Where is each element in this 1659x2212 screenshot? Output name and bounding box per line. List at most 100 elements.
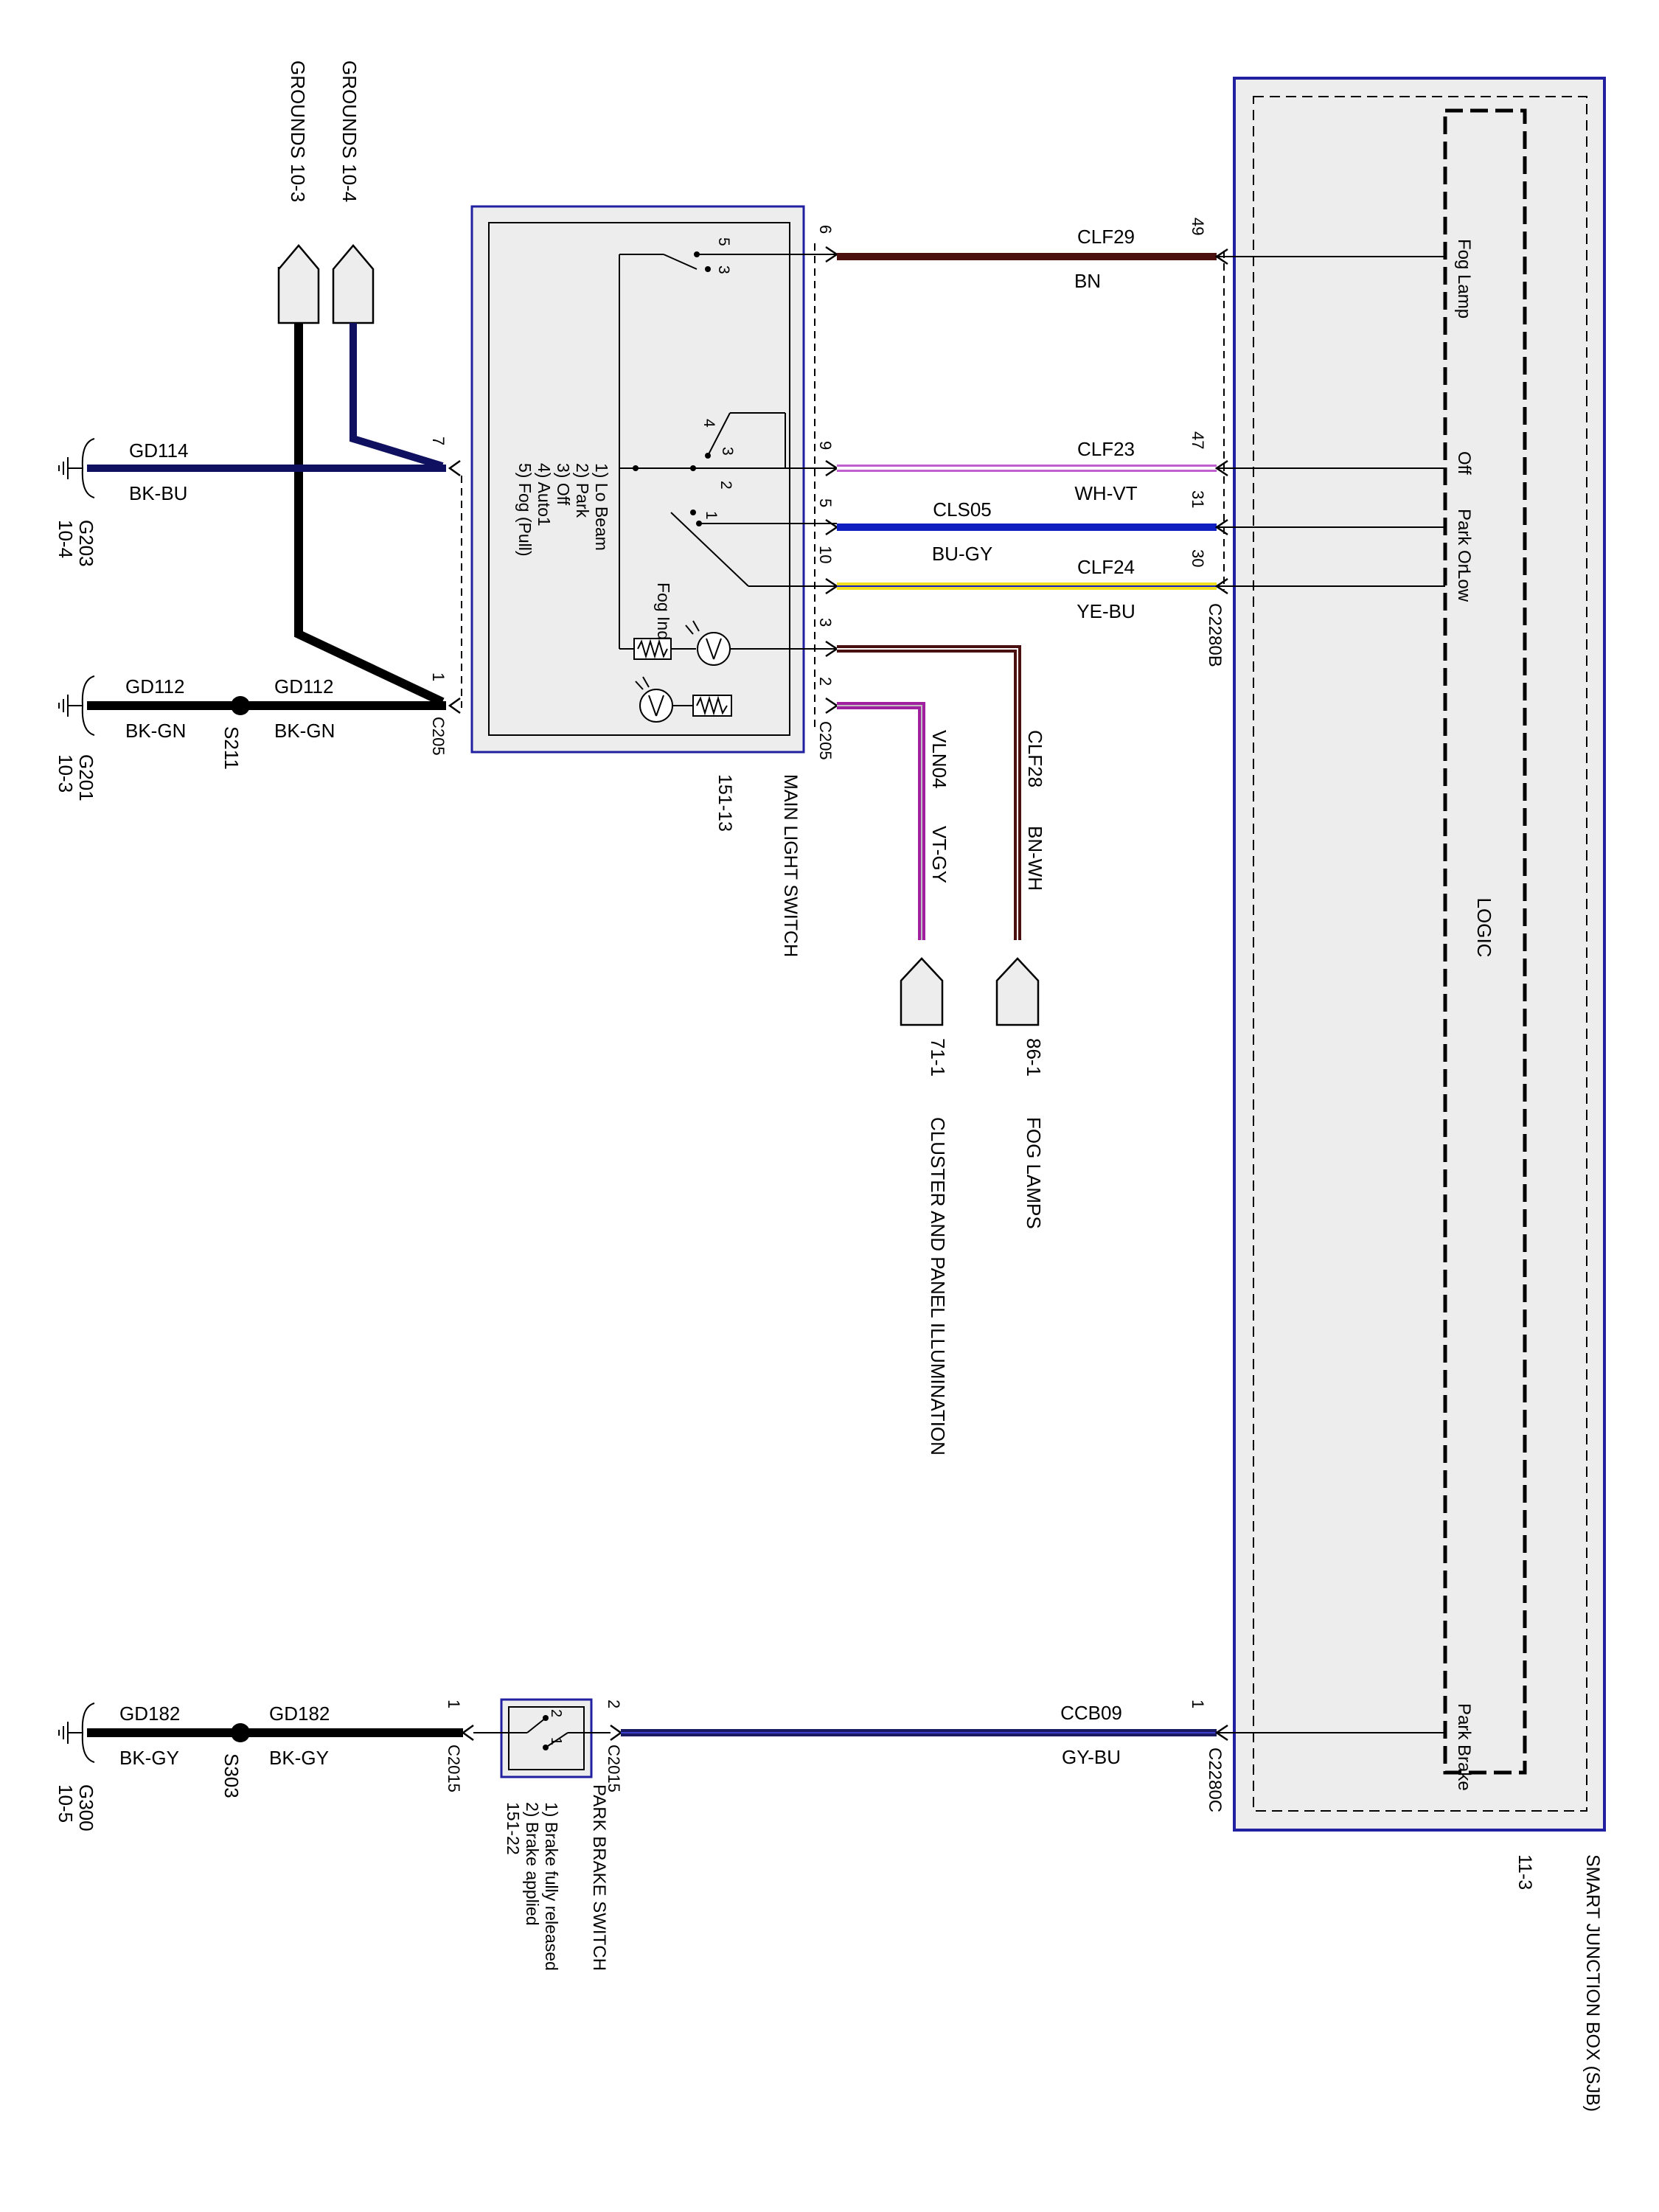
wire-clf29-color: BN bbox=[1074, 270, 1101, 292]
wire-cls05 bbox=[837, 518, 1228, 536]
gd182-circuit-left: GD182 bbox=[119, 1703, 180, 1725]
main-switch-pin-2: 2 bbox=[816, 677, 835, 686]
main-switch-connector-left: C205 bbox=[429, 717, 448, 756]
grounds-10-3-label: GROUNDS 10-3 bbox=[287, 60, 309, 202]
main-switch-position-5: 5) Fog (Pull) bbox=[515, 463, 535, 557]
s303-splice-label: S303 bbox=[220, 1753, 243, 1798]
wire-vln04 bbox=[837, 702, 925, 940]
ground-g300-icon bbox=[58, 1703, 95, 1763]
g201-ground-name: G201 bbox=[75, 754, 97, 801]
sjb-box bbox=[1233, 77, 1606, 1832]
clf28-destination-connector bbox=[995, 957, 1040, 1026]
main-switch-pin-3: 3 bbox=[816, 618, 835, 627]
park-brake-contact-2: 2 bbox=[548, 1709, 564, 1717]
sjb-connector-c2280c: C2280C bbox=[1205, 1747, 1225, 1812]
wire-clf29-circuit: CLF29 bbox=[1077, 226, 1135, 248]
main-switch-internals bbox=[619, 254, 837, 650]
wire-clf28 bbox=[837, 645, 1021, 940]
wire-vln04-circuit: VLN04 bbox=[928, 730, 950, 789]
wire-clf24-sjb-pin: 30 bbox=[1189, 549, 1207, 567]
sjb-internal-leads bbox=[1217, 256, 1445, 1733]
park-brake-switch-name: PARK BRAKE SWITCH bbox=[589, 1784, 609, 1971]
main-switch-contact-5: 5 bbox=[715, 237, 732, 246]
main-switch-contact-3a: 3 bbox=[715, 265, 732, 274]
park-brake-connector-right: C2015 bbox=[605, 1745, 623, 1792]
wire-clf29-sjb-pin: 49 bbox=[1189, 218, 1207, 235]
main-switch-contacts bbox=[633, 251, 711, 526]
park-brake-pin-1: 1 bbox=[445, 1700, 463, 1708]
vln04-destination-label: CLUSTER AND PANEL ILLUMINATION bbox=[927, 1117, 949, 1455]
gd112-color-right: BK-GN bbox=[274, 720, 335, 742]
park-brake-connector-left: C2015 bbox=[445, 1745, 463, 1792]
wire-clf29 bbox=[837, 248, 1228, 265]
main-switch-pin-7: 7 bbox=[429, 437, 448, 445]
park-brake-switch-box bbox=[473, 1698, 611, 1778]
main-switch-contact-4: 4 bbox=[700, 419, 717, 428]
main-switch-pin-10: 10 bbox=[816, 546, 835, 563]
g201-ground-page: 10-3 bbox=[55, 754, 77, 793]
fog-indicator-label: Fog Ind bbox=[654, 582, 673, 640]
wire-cls05-sjb-pin: 31 bbox=[1189, 490, 1207, 508]
ground-g203-icon bbox=[58, 438, 95, 498]
main-switch-contact-1: 1 bbox=[703, 511, 720, 520]
wire-clf28-circuit: CLF28 bbox=[1024, 730, 1046, 787]
park-brake-ref: 151-22 bbox=[504, 1802, 523, 1855]
clf28-destination-label: FOG LAMPS bbox=[1023, 1117, 1045, 1229]
wire-grounds-10-4 bbox=[349, 323, 444, 470]
main-switch-contact-3b: 3 bbox=[719, 447, 736, 456]
main-switch-position-1: 1) Lo Beam bbox=[592, 463, 611, 551]
gd114-circuit: GD114 bbox=[129, 439, 188, 462]
main-switch-pin-9: 9 bbox=[816, 441, 835, 450]
main-switch-connector-right: C205 bbox=[816, 721, 835, 760]
main-switch-position-4: 4) Auto1 bbox=[535, 463, 554, 526]
wire-clf23-sjb-pin: 47 bbox=[1189, 431, 1207, 449]
sjb-ref: 11-3 bbox=[1514, 1854, 1535, 1890]
splice-s303-icon bbox=[231, 1723, 250, 1742]
grounds-10-4-connector bbox=[332, 244, 375, 324]
wire-ccb09-circuit: CCB09 bbox=[1060, 1702, 1122, 1724]
park-brake-position-2: 2) Brake applied bbox=[523, 1802, 542, 1926]
s211-splice-label: S211 bbox=[220, 726, 243, 770]
sjb-input-off: Off bbox=[1454, 451, 1474, 475]
g203-ground-page: 10-4 bbox=[55, 520, 77, 558]
grounds-10-4-label: GROUNDS 10-4 bbox=[338, 60, 361, 202]
main-light-switch-box bbox=[461, 205, 815, 754]
wire-clf28-color: BN-WH bbox=[1024, 826, 1046, 891]
vln04-destination-connector bbox=[900, 957, 944, 1026]
gd112-circuit-left: GD112 bbox=[125, 675, 184, 698]
wire-cls05-circuit: CLS05 bbox=[933, 498, 992, 521]
wire-clf24-color: YE-BU bbox=[1077, 600, 1135, 622]
main-switch-pin-1: 1 bbox=[429, 672, 448, 681]
wire-clf23-circuit: CLF23 bbox=[1077, 438, 1135, 460]
gd182-color-left: BK-GY bbox=[119, 1747, 179, 1769]
vln04-destination-page: 71-1 bbox=[927, 1038, 949, 1077]
sjb-input-low: Low bbox=[1454, 569, 1474, 602]
park-brake-contact-1: 1 bbox=[548, 1737, 564, 1745]
clf28-destination-page: 86-1 bbox=[1023, 1038, 1045, 1077]
sjb-logic-label: LOGIC bbox=[1473, 898, 1495, 958]
sjb-name: SMART JUNCTION BOX (SJB) bbox=[1582, 1854, 1603, 2112]
gd182-circuit-right: GD182 bbox=[269, 1703, 330, 1725]
ground-g201-icon bbox=[58, 675, 95, 736]
wire-clf24 bbox=[837, 577, 1228, 595]
gd112-color-left: BK-GN bbox=[125, 720, 186, 742]
main-switch-contact-2: 2 bbox=[717, 481, 734, 490]
sjb-connector-c2280b: C2280B bbox=[1205, 603, 1225, 667]
main-switch-name: MAIN LIGHT SWITCH bbox=[780, 774, 801, 957]
illumination-lamp-icon bbox=[635, 676, 732, 723]
main-switch-position-3: 3) Off bbox=[554, 463, 573, 506]
main-switch-position-2: 2) Park bbox=[573, 463, 592, 518]
wire-cls05-color: BU-GY bbox=[932, 543, 992, 565]
sjb-input-fog-lamp: Fog Lamp bbox=[1454, 239, 1474, 319]
main-switch-ref: 151-13 bbox=[714, 774, 735, 832]
wire-ccb09 bbox=[621, 1724, 1228, 1742]
wire-ccb09-color: GY-BU bbox=[1062, 1746, 1121, 1768]
park-brake-position-1: 1) Brake fully released bbox=[542, 1802, 561, 1971]
splice-s211-icon bbox=[231, 696, 250, 715]
gd182-color-right: BK-GY bbox=[269, 1747, 329, 1769]
sjb-input-park-on: Park On bbox=[1454, 509, 1474, 574]
sjb-input-park-brake: Park Brake bbox=[1454, 1703, 1474, 1791]
wire-vln04-color: VT-GY bbox=[928, 826, 950, 883]
park-brake-pin-2: 2 bbox=[605, 1700, 623, 1708]
main-switch-pin-5: 5 bbox=[816, 498, 835, 507]
